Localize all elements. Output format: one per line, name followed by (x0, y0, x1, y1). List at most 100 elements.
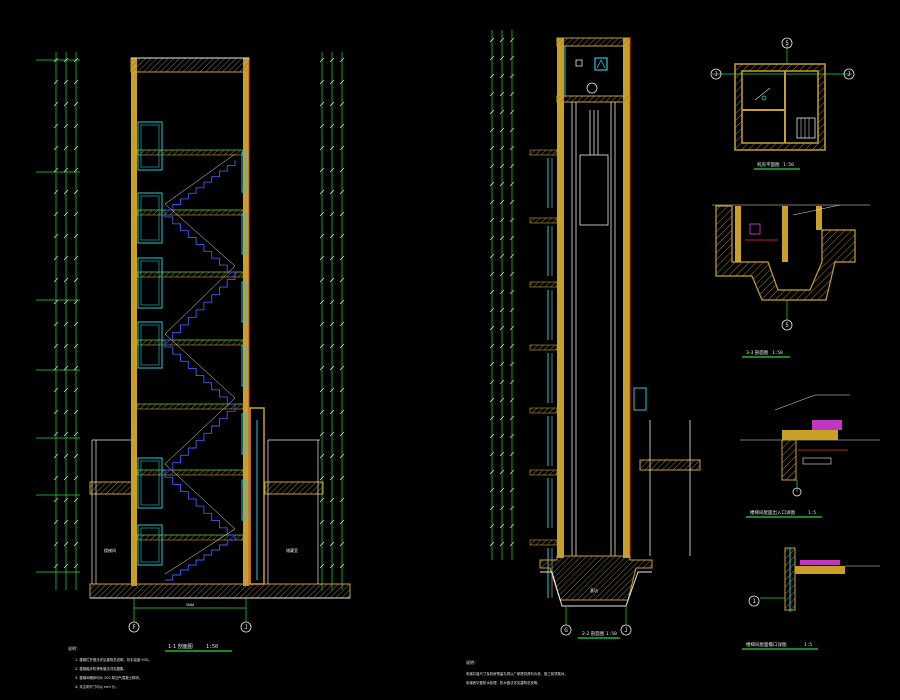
dim-tick (73, 57, 79, 63)
dim-tick (63, 255, 69, 261)
stair-flight (165, 535, 236, 581)
dim-tick (489, 145, 495, 151)
dim-tick (489, 379, 495, 385)
foundation (89, 583, 351, 599)
dim-tick (489, 523, 495, 529)
floor-slabs (136, 149, 244, 541)
dim-tick (53, 321, 59, 327)
dim-tick (339, 365, 345, 371)
dim-tick (319, 299, 325, 305)
dim-tick (73, 233, 79, 239)
dim-tick (63, 475, 69, 481)
dim-tick (319, 321, 325, 327)
dim-tick (339, 299, 345, 305)
dim-tick (499, 217, 505, 223)
edge-slab (795, 566, 845, 574)
machine-room-floor (556, 95, 631, 103)
grid-bubble-1 (748, 595, 760, 607)
dim-tick (489, 73, 495, 79)
floor-slab (136, 403, 244, 410)
stair-flight (165, 272, 236, 341)
elevator-slab (529, 281, 558, 288)
elevator-annex-slab (639, 459, 701, 471)
dim-tick (53, 365, 59, 371)
dim-tick (489, 415, 495, 421)
dim-tick (499, 523, 505, 529)
dim-tick (499, 199, 505, 205)
window-pane (140, 124, 160, 168)
grid-label-1: 1 (752, 598, 756, 605)
dim-tick (329, 233, 335, 239)
dim-tick (53, 563, 59, 569)
grid-bubble-j (240, 621, 252, 633)
dim-tick (53, 475, 59, 481)
grid-bubble-f (128, 621, 140, 633)
dim-tick (63, 387, 69, 393)
dim-tick (329, 145, 335, 151)
dim-tick (73, 563, 79, 569)
svg-text:4. 未注明尺寸均以 mm 计。: 4. 未注明尺寸均以 mm 计。 (75, 684, 119, 689)
elevator-dim-ticks (489, 37, 515, 547)
dim-tick (53, 255, 59, 261)
dim-tick (499, 37, 505, 43)
svg-text:机房平面图: 机房平面图 (757, 161, 780, 168)
dim-tick (329, 189, 335, 195)
dim-tick (499, 145, 505, 151)
dim-tick (339, 123, 345, 129)
parapet-coping (782, 430, 838, 440)
landing-doors (547, 158, 553, 598)
handrail (164, 153, 236, 205)
elevator-car-and-rails (571, 102, 616, 556)
grid-bubble-j-right (843, 68, 855, 80)
dim-tick (509, 325, 515, 331)
dim-tick (489, 487, 495, 493)
dim-tick (73, 387, 79, 393)
dim-tick (73, 101, 79, 107)
dim-tick (63, 145, 69, 151)
shaft-right-wall (623, 38, 630, 558)
svg-text:1-1 剖面图: 1-1 剖面图 (168, 643, 193, 650)
window-pane (140, 324, 160, 366)
handrail (164, 333, 236, 399)
window-pane (140, 460, 160, 506)
dim-tick (63, 519, 69, 525)
elevator-slab (529, 469, 558, 476)
dim-tick (319, 453, 325, 459)
stair-flight (165, 160, 236, 211)
dim-tick (73, 519, 79, 525)
window-pane (140, 527, 160, 563)
dim-tick (509, 451, 515, 457)
dim-tick (509, 307, 515, 313)
dim-tick (329, 387, 335, 393)
dim-tick (73, 431, 79, 437)
dim-tick (489, 109, 495, 115)
handrail (164, 265, 236, 335)
dim-tick (53, 431, 59, 437)
grid-bubble-5-bottom (781, 319, 793, 331)
svg-text:1:50: 1:50 (783, 162, 794, 168)
dim-tick (499, 469, 505, 475)
roof-entry-title: 楼梯间屋面出入口详图 1:5 (746, 509, 822, 518)
dim-tick (63, 453, 69, 459)
pit-section-view: 5 3-3 剖面图 1:50 (712, 204, 870, 358)
dim-tick (319, 431, 325, 437)
dim-tick (489, 343, 495, 349)
stair-flight (165, 404, 236, 471)
svg-text:1:5: 1:5 (808, 510, 816, 516)
dim-tick (329, 497, 335, 503)
dim-tick (509, 289, 515, 295)
dim-tick (63, 167, 69, 173)
dim-tick (329, 211, 335, 217)
dim-tick (63, 321, 69, 327)
dim-tick (329, 453, 335, 459)
dim-tick (319, 189, 325, 195)
dim-tick (339, 145, 345, 151)
svg-text:1:50: 1:50 (206, 644, 218, 650)
dim-tick (53, 387, 59, 393)
dim-tick (63, 343, 69, 349)
handrail (164, 397, 236, 465)
dim-tick (489, 181, 495, 187)
dim-tick (319, 233, 325, 239)
dim-tick (339, 541, 345, 547)
dim-tick (73, 365, 79, 371)
